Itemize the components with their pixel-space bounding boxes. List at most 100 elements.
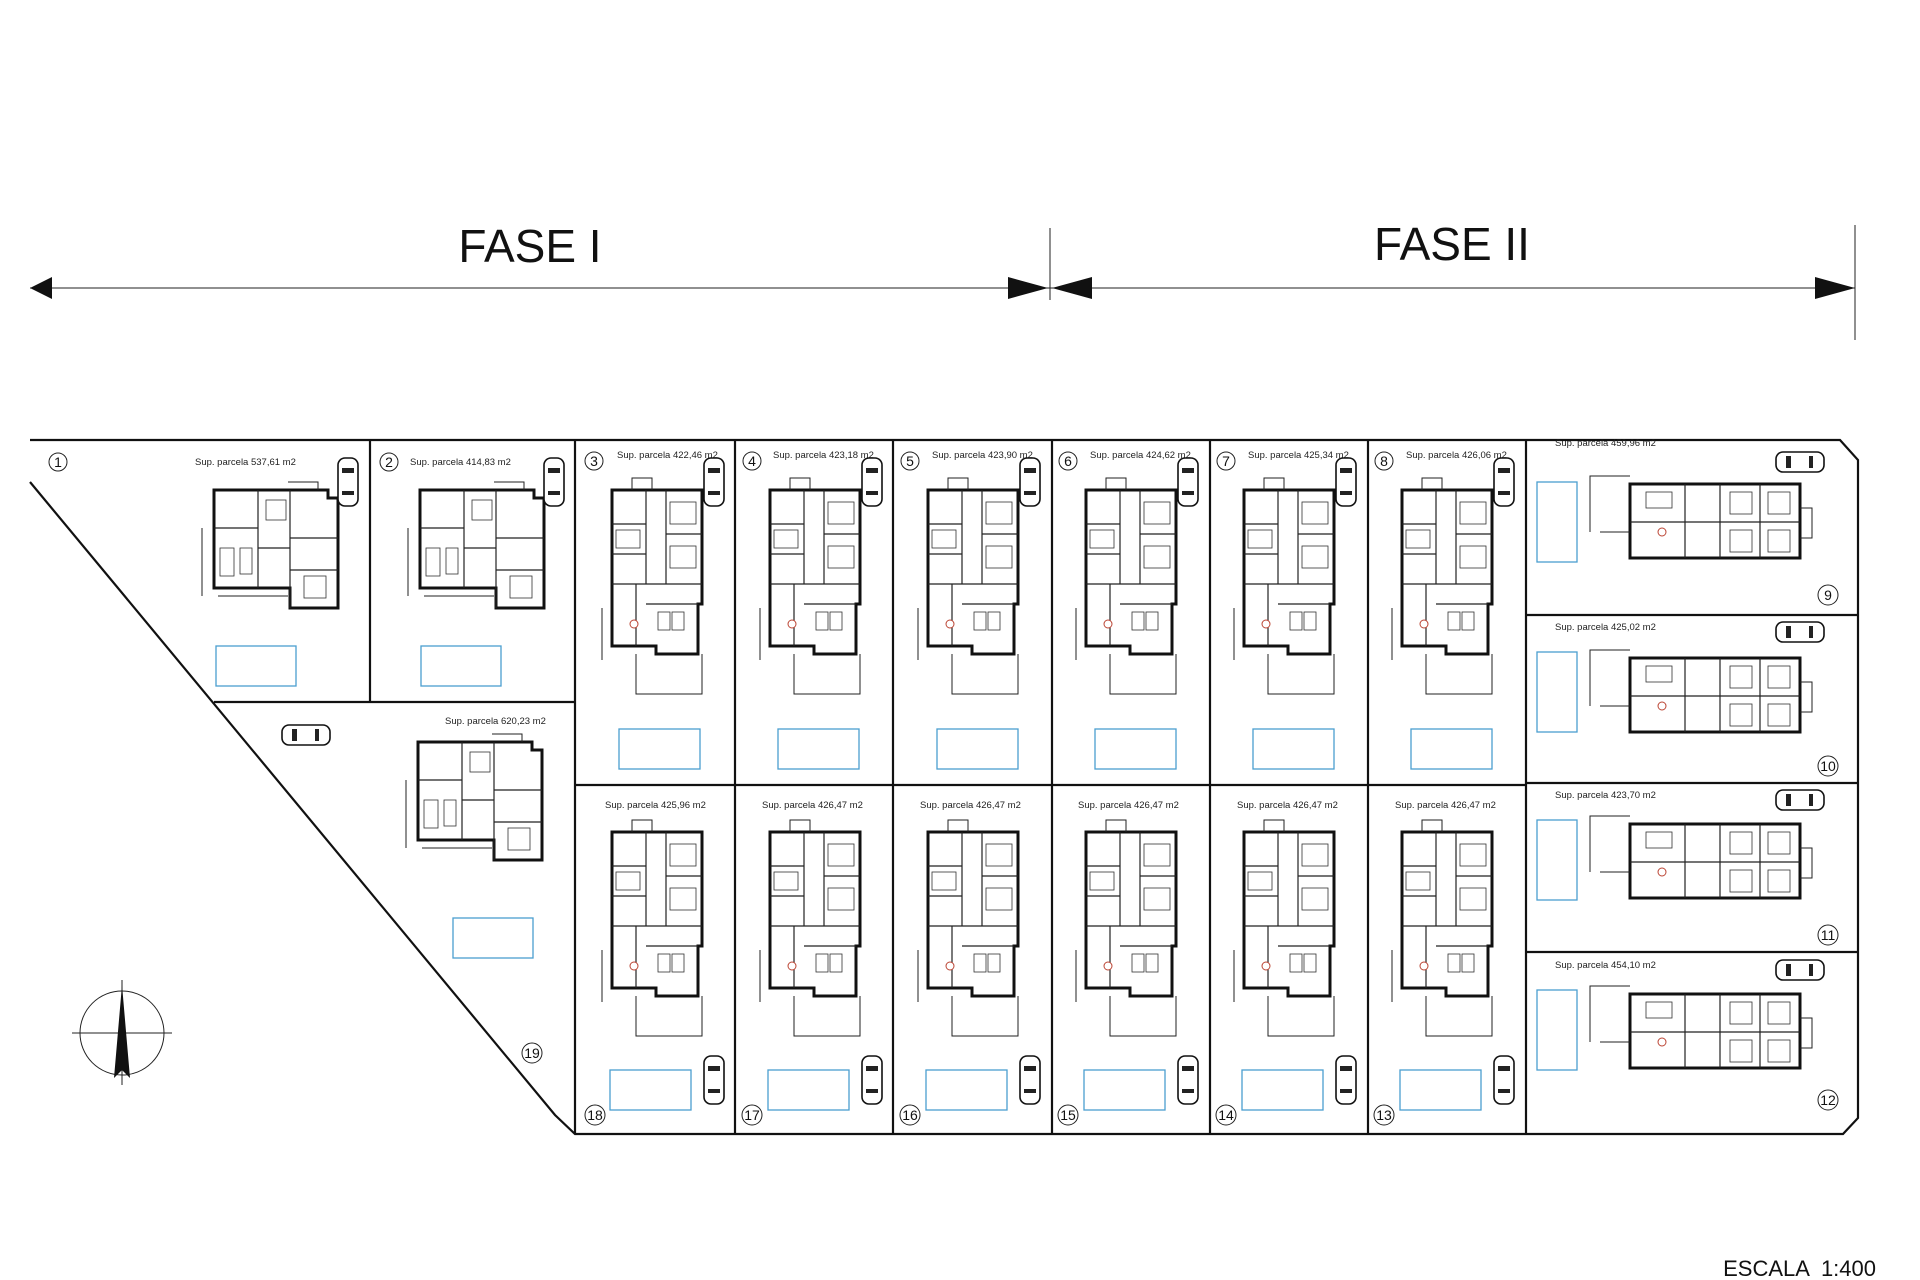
plot-area: Sup. parcela 426,47 m2 [920,800,1021,811]
car-icon [1019,457,1041,507]
plot-2: 2 Sup. parcela 414,83 m2 [379,452,565,687]
plot-3: 3 Sup. parcela 422,46 m2 [584,450,725,770]
pool-icon [618,728,701,770]
house-floor-plan [758,476,862,696]
plot-area: Sup. parcela 426,47 m2 [1078,800,1179,811]
plot-boundaries [214,440,1858,1134]
plot-number: 17 [744,1107,760,1123]
plot-area: Sup. parcela 454,10 m2 [1555,960,1656,971]
pool-icon [1399,1069,1482,1111]
pool-icon [1083,1069,1166,1111]
car-icon [543,457,565,507]
plot-12: Sup. parcela 454,10 m2 12 [1536,959,1839,1111]
plot-number-badge [1817,584,1839,606]
plot-13: Sup. parcela 426,47 m2 13 [1373,800,1515,1126]
phase-1-title: FASE I [458,220,601,272]
plot-number: 15 [1060,1107,1076,1123]
car-icon [703,457,725,507]
car-icon [1493,1055,1515,1105]
arrow-left-icon [1052,277,1092,299]
pool-icon [1536,481,1578,563]
plot-number: 5 [906,453,914,469]
plot-area: Sup. parcela 422,46 m2 [617,450,718,461]
pool-icon [1252,728,1335,770]
plot-15: Sup. parcela 426,47 m2 15 [1057,800,1199,1126]
plot-14: Sup. parcela 426,47 m2 14 [1215,800,1357,1126]
house-floor-plan [1588,814,1814,900]
plot-number-badge [741,1104,763,1126]
plot-number-badge [742,451,762,471]
pool-icon [609,1069,692,1111]
plot-area: Sup. parcela 426,06 m2 [1406,450,1507,461]
car-icon [861,457,883,507]
plot-number-badge [899,1104,921,1126]
plot-number-badge [584,451,604,471]
plot-18: Sup. parcela 425,96 m2 18 [584,800,725,1126]
plot-number-badge [521,1042,543,1064]
plot-area: Sup. parcela 425,96 m2 [605,800,706,811]
plot-17: Sup. parcela 426,47 m2 17 [741,800,883,1126]
plot-area: Sup. parcela 426,47 m2 [1237,800,1338,811]
scale-label: ESCALA 1:400 [1723,1256,1876,1280]
pool-icon [777,728,860,770]
car-icon [1177,1055,1199,1105]
car-icon [1335,1055,1357,1105]
house-floor-plan [406,480,546,610]
house-floor-plan [200,480,340,610]
plot-number: 14 [1218,1107,1234,1123]
plot-number: 8 [1380,453,1388,469]
plot-8: 8 Sup. parcela 426,06 m2 [1374,450,1515,770]
plot-number: 1 [54,454,62,470]
phase-dimension-lines: FASE I FASE II [30,218,1856,340]
plot-number-badge [1216,451,1236,471]
plot-number-badge [1058,451,1078,471]
house-floor-plan [1074,818,1178,1038]
pool-icon [1094,728,1177,770]
plot-1: 1 Sup. parcela 537,61 m2 [48,452,359,687]
plot-4: 4 Sup. parcela 423,18 m2 [742,450,883,770]
house-floor-plan [600,818,704,1038]
plot-number-badge [1817,1089,1839,1111]
car-icon [861,1055,883,1105]
plot-7: 7 Sup. parcela 425,34 m2 [1216,450,1357,770]
car-icon [1493,457,1515,507]
plot-number: 13 [1376,1107,1392,1123]
car-icon [1775,451,1825,473]
plot-19: Sup. parcela 620,23 m2 19 [281,716,546,1064]
pool-icon [1536,989,1578,1071]
car-icon [1335,457,1357,507]
plot-11: Sup. parcela 423,70 m2 11 [1536,789,1839,946]
car-icon [1775,789,1825,811]
plot-number-badge [584,1104,606,1126]
plot-area: Sup. parcela 423,90 m2 [932,450,1033,461]
plot-6: 6 Sup. parcela 424,62 m2 [1058,450,1199,770]
plot-area: Sup. parcela 423,70 m2 [1555,790,1656,801]
phase-2-title: FASE II [1374,218,1530,270]
plot-number-badge [1374,451,1394,471]
plot-5: 5 Sup. parcela 423,90 m2 [900,450,1041,770]
house-floor-plan [1232,476,1336,696]
plot-number: 11 [1821,927,1836,943]
arrow-right-icon [1008,277,1048,299]
plot-area: Sup. parcela 425,02 m2 [1555,622,1656,633]
house-floor-plan [1588,984,1814,1070]
car-icon [703,1055,725,1105]
plot-number: 10 [1820,758,1836,774]
plot-10: Sup. parcela 425,02 m2 10 [1536,621,1839,777]
car-icon [1177,457,1199,507]
plot-number: 3 [590,453,598,469]
plot-number-badge [900,451,920,471]
plot-number: 2 [385,454,393,470]
arrow-left-icon [30,277,52,299]
pool-icon [420,645,502,687]
plot-area: Sup. parcela 414,83 m2 [410,457,511,468]
car-icon [1775,959,1825,981]
house-floor-plan [404,732,544,862]
plot-area: Sup. parcela 537,61 m2 [195,457,296,468]
plot-area: Sup. parcela 424,62 m2 [1090,450,1191,461]
plot-number-badge [1215,1104,1237,1126]
house-floor-plan [1074,476,1178,696]
plot-area: Sup. parcela 426,47 m2 [1395,800,1496,811]
house-floor-plan [1232,818,1336,1038]
plot-number-badge [1373,1104,1395,1126]
